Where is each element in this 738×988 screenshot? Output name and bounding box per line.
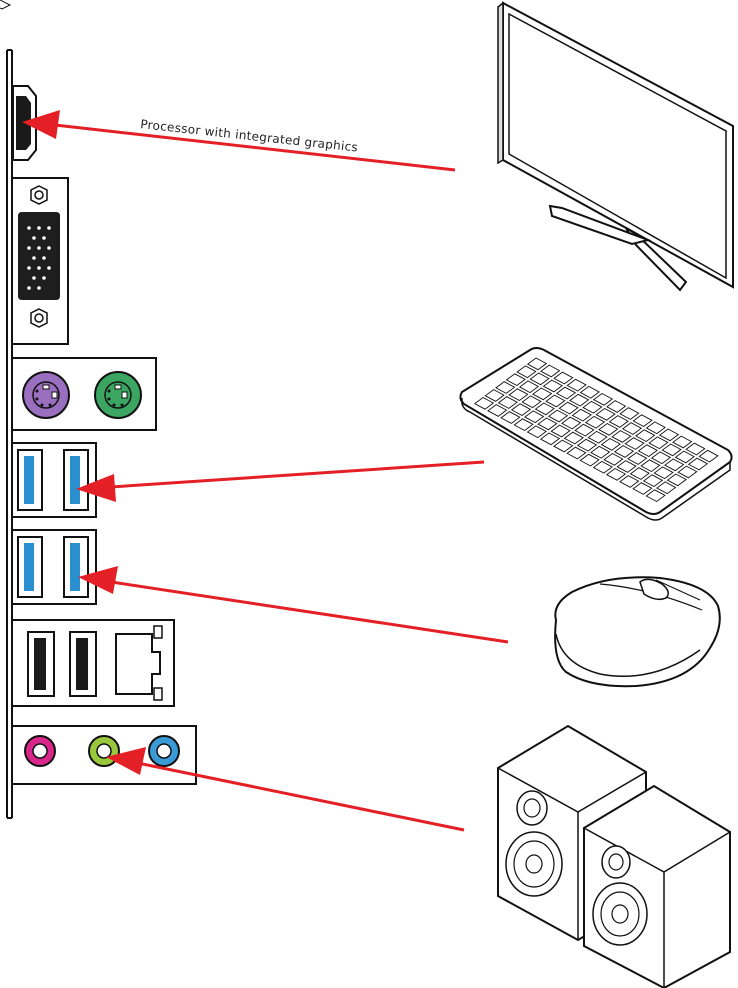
- monitor: [498, 3, 733, 290]
- usb3-group-2[interactable]: [12, 530, 96, 604]
- usb3-group-1[interactable]: [12, 443, 96, 517]
- speaker-right: [584, 786, 730, 988]
- mouse: [555, 577, 720, 686]
- lan-port[interactable]: [116, 626, 162, 700]
- audio-jack-blue[interactable]: [149, 736, 179, 766]
- ps2-ports[interactable]: [12, 358, 156, 430]
- hdmi-caption: Processor with integrated graphics: [140, 117, 359, 155]
- arrow-mouse-to-usb: [78, 566, 508, 642]
- svg-text:™: ™: [15, 159, 20, 165]
- audio-jack-pink[interactable]: [25, 736, 55, 766]
- ps2-mouse-port[interactable]: [23, 372, 69, 418]
- audio-jacks[interactable]: [12, 726, 196, 784]
- screw-icon: [31, 186, 47, 204]
- ps2-keyboard-port[interactable]: [95, 372, 141, 418]
- usb2-lan-group[interactable]: [12, 620, 174, 706]
- speakers: [498, 726, 730, 988]
- vga-port[interactable]: [12, 178, 68, 344]
- arrow-keyboard-to-usb: [76, 462, 484, 502]
- screw-icon: [31, 309, 47, 327]
